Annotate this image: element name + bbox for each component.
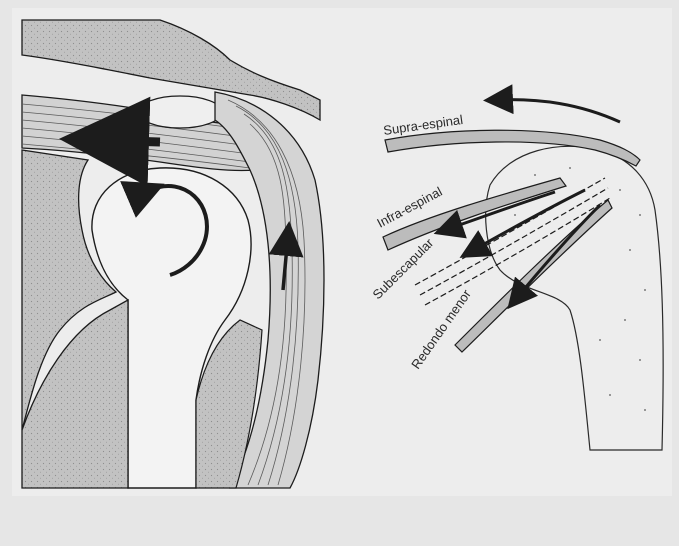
subacromial-bursa	[138, 96, 222, 128]
pull-arrow-left	[95, 140, 160, 142]
